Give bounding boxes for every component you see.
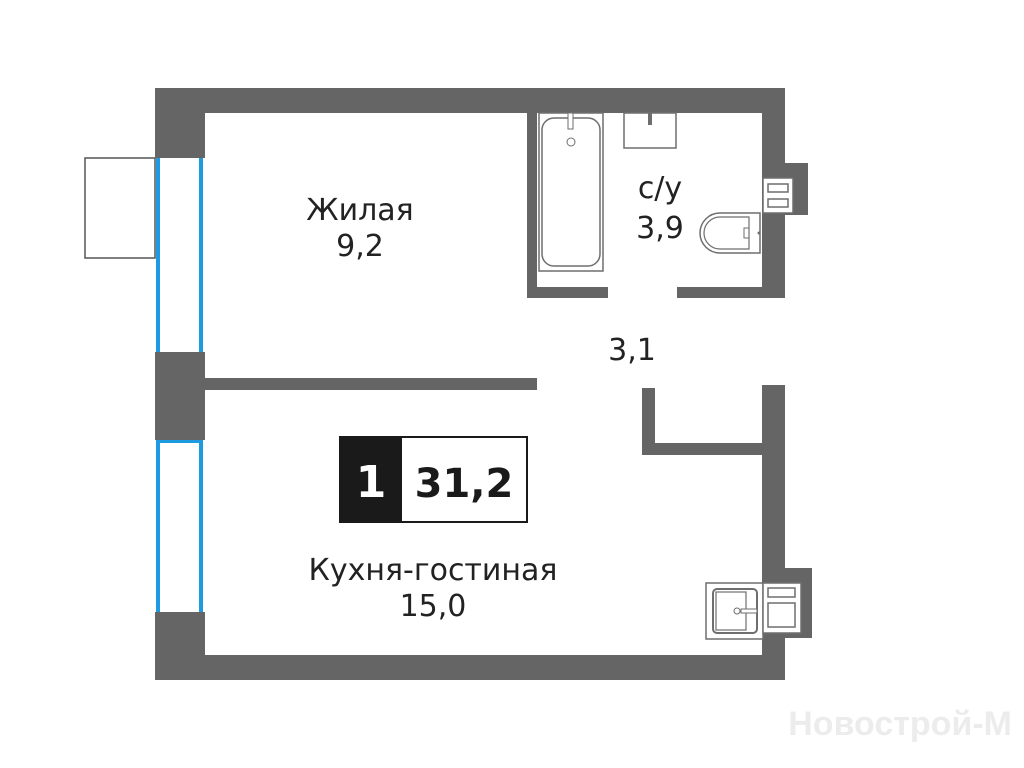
sink-icon	[623, 112, 677, 149]
room-name-kitchen: Кухня-гостиная	[309, 553, 558, 588]
bathtub-icon	[538, 112, 604, 272]
walls	[155, 88, 812, 680]
stove-icon	[762, 582, 802, 634]
balcony	[84, 157, 156, 259]
rooms-count: 1	[356, 457, 387, 508]
room-area-kitchen: 15,0	[400, 589, 467, 624]
room-area-bathroom: 3,9	[636, 211, 684, 246]
toilet-icon	[699, 212, 761, 254]
room-name-bedroom: Жилая	[306, 193, 413, 228]
vent-icon	[762, 177, 794, 214]
apartment-badge: 1 31,2	[339, 436, 528, 523]
watermark: Новострой-М	[788, 705, 1012, 743]
total-area: 31,2	[415, 461, 514, 507]
kitchen-sink-icon	[705, 582, 764, 640]
room-name-bathroom: с/у	[638, 171, 682, 206]
window-lower	[156, 440, 203, 612]
room-area-hallway: 3,1	[608, 333, 656, 368]
window-upper	[156, 158, 203, 352]
room-area-bedroom: 9,2	[336, 229, 384, 264]
